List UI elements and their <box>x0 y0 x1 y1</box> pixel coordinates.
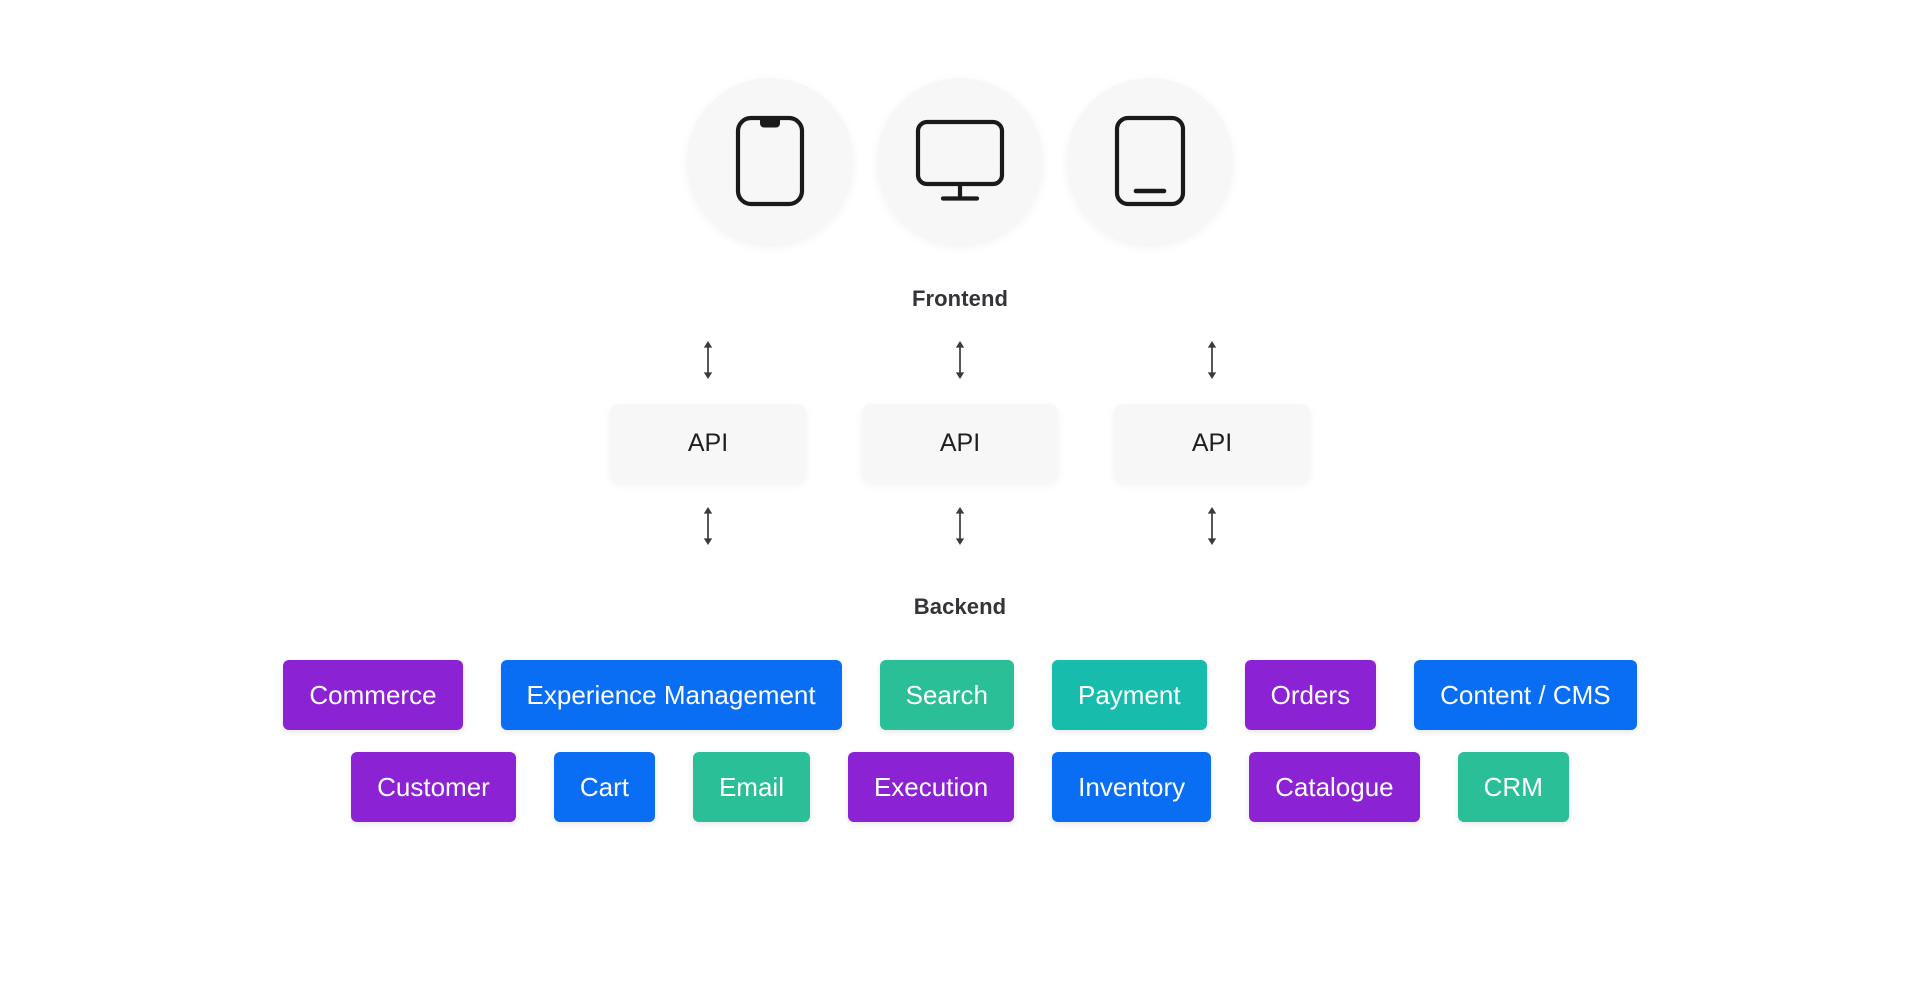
service-tag[interactable]: Experience Management <box>500 660 842 730</box>
backend-service-tags: Commerce Experience Management Search Pa… <box>0 660 1920 822</box>
up-down-arrow-icon <box>610 340 806 380</box>
service-tag[interactable]: Orders <box>1244 660 1377 730</box>
service-tag[interactable]: Content / CMS <box>1414 660 1637 730</box>
up-down-arrow-icon <box>862 506 1058 546</box>
service-tag[interactable]: Execution <box>847 752 1015 822</box>
service-tag[interactable]: Customer <box>351 752 516 822</box>
device-circle-tablet <box>1067 78 1233 244</box>
backend-tag-row-2: Customer Cart Email Execution Inventory … <box>351 752 1569 822</box>
up-down-arrow-icon <box>862 340 1058 380</box>
service-tag[interactable]: Cart <box>553 752 655 822</box>
backend-tag-row-1: Commerce Experience Management Search Pa… <box>283 660 1637 730</box>
service-tag[interactable]: Search <box>879 660 1014 730</box>
up-down-arrow-icon <box>1114 506 1310 546</box>
device-circle-desktop <box>877 78 1043 244</box>
up-down-arrow-icon <box>1114 340 1310 380</box>
service-tag[interactable]: Commerce <box>283 660 463 730</box>
frontend-section-label: Frontend <box>911 286 1009 311</box>
service-tag[interactable]: Catalogue <box>1249 752 1420 822</box>
connector-row-bottom <box>610 506 1310 546</box>
api-box[interactable]: API <box>862 404 1058 482</box>
desktop-monitor-icon <box>914 119 1006 203</box>
tablet-icon <box>1112 115 1188 207</box>
backend-section-label: Backend <box>913 594 1007 619</box>
connector-row-top <box>610 340 1310 380</box>
device-circle-mobile <box>687 78 853 244</box>
service-tag[interactable]: CRM <box>1457 752 1569 822</box>
mobile-phone-icon <box>733 115 807 207</box>
api-box[interactable]: API <box>1114 404 1310 482</box>
service-tag[interactable]: Email <box>692 752 810 822</box>
api-box[interactable]: API <box>610 404 806 482</box>
service-tag[interactable]: Payment <box>1052 660 1207 730</box>
api-layer-row: API API API <box>610 404 1310 482</box>
frontend-device-row <box>687 78 1233 244</box>
service-tag[interactable]: Inventory <box>1052 752 1212 822</box>
up-down-arrow-icon <box>610 506 806 546</box>
